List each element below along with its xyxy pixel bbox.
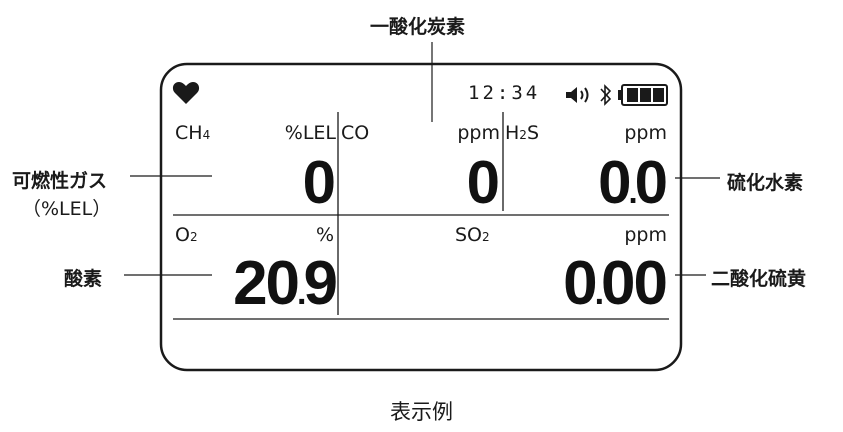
callout-hydrogen-sulfide: 硫化水素 <box>727 172 804 194</box>
unit-label-h2s-ppm: ppm <box>624 122 667 144</box>
speaker-icon <box>566 87 589 103</box>
reading-so2-int: 0 <box>563 249 598 318</box>
gas-label-o2: O2 <box>175 224 198 246</box>
decimal-point: . <box>297 274 307 312</box>
gas-subscript: 2 <box>519 128 527 142</box>
gas-name: H <box>505 122 520 144</box>
gas-subscript: 4 <box>202 128 211 142</box>
battery-bar-3 <box>653 88 664 102</box>
unit-label-co-ppm: ppm <box>457 122 500 144</box>
decimal-point: . <box>594 274 605 312</box>
reading-h2s: 0.0 <box>560 153 668 213</box>
device-screen-frame <box>159 62 683 372</box>
gas-label-h2s: H2S <box>505 122 539 144</box>
unit-label-percent: % <box>315 224 334 246</box>
unit-label-lel: %LEL <box>284 122 336 144</box>
callout-carbon-monoxide: 一酸化炭素 <box>370 16 466 38</box>
reading-co: 0 <box>420 153 500 213</box>
reading-so2-dec: 00 <box>601 249 668 318</box>
callout-combustible-gas: 可燃性ガス <box>12 170 108 192</box>
gas-subscript: 2 <box>482 230 490 244</box>
battery-icon <box>618 84 668 106</box>
decimal-point: . <box>628 173 637 210</box>
gas-label-co: CO <box>341 122 370 144</box>
heart-icon <box>172 82 200 104</box>
reading-ch4: 0 <box>250 153 336 213</box>
gas-label-so2: SO2 <box>455 224 490 246</box>
reading-so2: 0.00 <box>500 253 668 315</box>
callout-oxygen: 酸素 <box>64 268 103 290</box>
reading-h2s-dec: 0 <box>634 149 668 216</box>
gas-name: SO <box>455 224 483 246</box>
battery-bar-1 <box>627 88 638 102</box>
gas-name-tail: S <box>526 122 539 144</box>
reading-co-value: 0 <box>466 149 500 216</box>
reading-o2-int: 20 <box>233 249 300 318</box>
reading-o2: 20.9 <box>190 253 338 315</box>
unit-label-so2-ppm: ppm <box>624 224 667 246</box>
gas-subscript: 2 <box>189 230 198 244</box>
gas-name: O <box>175 224 190 246</box>
reading-ch4-value: 0 <box>302 149 336 216</box>
clock-time: 12:34 <box>468 82 541 104</box>
battery-bar-2 <box>640 88 651 102</box>
callout-combustible-gas-unit: （%LEL） <box>22 198 112 220</box>
figure-caption: 表示例 <box>390 400 453 424</box>
bluetooth-icon <box>600 84 612 106</box>
gas-label-ch4: CH4 <box>175 122 210 144</box>
callout-sulfur-dioxide: 二酸化硫黄 <box>711 268 807 290</box>
gas-name: CH <box>175 122 203 144</box>
reading-o2-dec: 9 <box>303 249 339 318</box>
reading-h2s-int: 0 <box>598 149 631 216</box>
